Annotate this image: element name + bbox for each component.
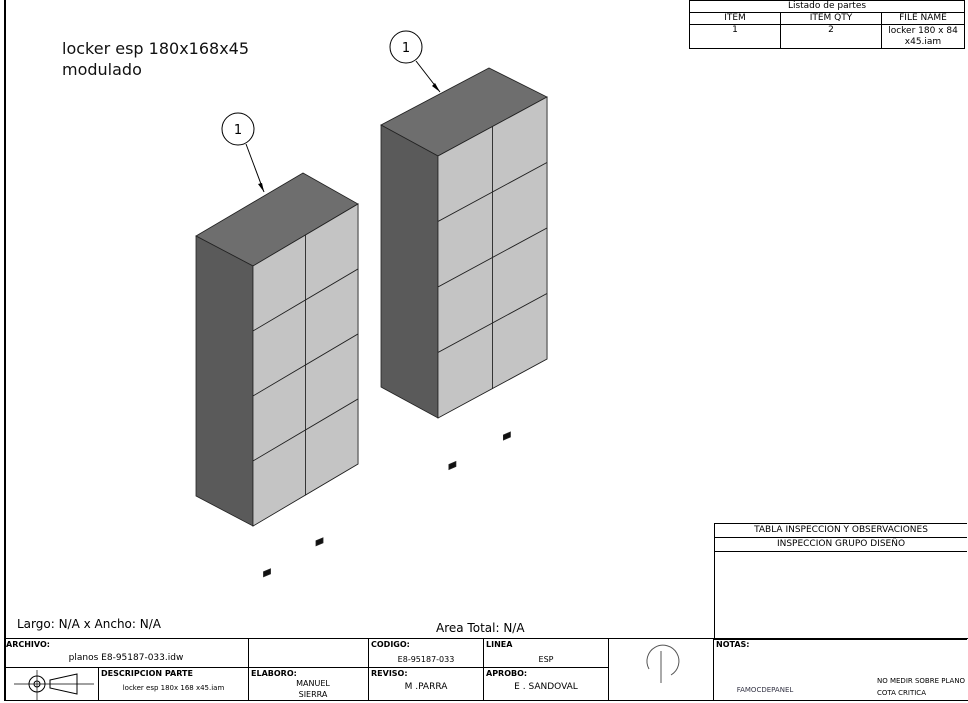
cell-item: 1 (689, 24, 781, 49)
codigo-value: E8-95187-033 (397, 655, 455, 664)
notas-label: NOTAS: (716, 640, 750, 649)
svg-text:1: 1 (234, 123, 242, 138)
company-logo-icon (646, 644, 680, 683)
parts-list-title: Listado de partes (689, 0, 965, 13)
balloon-left[interactable]: 1 (221, 112, 265, 193)
logo-cell: FAMOCDEPANEL (609, 639, 793, 701)
linea-label: LINEA (486, 640, 513, 649)
drawing-frame (4, 0, 968, 700)
locker-left-lock-icon (315, 537, 324, 547)
cell-file: locker 180 x 84 x45.iam (881, 24, 965, 49)
cell-qty: 2 (780, 24, 882, 49)
logo-text: FAMOCDEPANEL (736, 686, 794, 694)
drawing-title: locker esp 180x168x45 modulado (62, 38, 249, 80)
archivo-cell: ARCHIVO: planos E8-95187-033.idw (4, 639, 249, 668)
isometric-view: 1 1 (195, 30, 548, 578)
blank-cell (249, 639, 369, 668)
elaboro-label: ELABORO: (251, 669, 297, 678)
elaboro-cell: ELABORO:MANUEL SIERRA (249, 668, 369, 701)
locker-left-side (195, 235, 254, 527)
title-block: ARCHIVO: planos E8-95187-033.idw CODIGO: E… (4, 638, 968, 701)
archivo-label: ARCHIVO: (6, 640, 50, 649)
reviso-value: M .PARRA (404, 682, 448, 692)
locker-left-lock-icon (263, 568, 271, 578)
locker-right-door (492, 292, 548, 390)
title-line-1: locker esp 180x168x45 (62, 39, 250, 58)
note-no-medir: NO MEDIR SOBRE PLANO (877, 677, 966, 685)
header-item: ITEM (689, 12, 781, 25)
inspection-table: TABLA INSPECCION Y OBSERVACIONES INSPECC… (714, 523, 967, 640)
descripcion-cell: DESCRIPCION PARTE locker esp 180x 168 x45… (99, 668, 249, 701)
reviso-cell: REVISO: M .PARRA (369, 668, 484, 701)
note-cota-critica: COTA CRITICA (877, 689, 926, 697)
header-qty: ITEM QTY (780, 12, 882, 25)
aprobo-value: E . SANDOVAL (514, 682, 578, 692)
balloon-right[interactable]: 1 (389, 30, 441, 93)
linea-value: ESP (538, 655, 554, 664)
reviso-label: REVISO: (371, 669, 408, 678)
svg-text:1: 1 (402, 41, 410, 56)
locker-right-side (380, 124, 439, 419)
elaboro-value: MANUEL SIERRA (296, 679, 330, 699)
dimensions-text: Largo: N/A x Ancho: N/A (17, 617, 161, 631)
locker-right-lock-icon (502, 431, 511, 441)
descripcion-value: locker esp 180x 168 x45.iam (122, 684, 225, 692)
archivo-value: planos E8-95187-033.idw (68, 653, 184, 663)
locker-left-door (305, 398, 359, 496)
inspection-subtitle: INSPECCION GRUPO DISEÑO (715, 538, 967, 552)
linea-cell: LINEA ESP (484, 639, 609, 668)
notas-cell: NOTAS: NO MEDIR SOBRE PLANO COTA CRITICA (714, 639, 968, 701)
locker-right-lock-icon (448, 460, 457, 471)
header-file: FILE NAME (881, 12, 965, 25)
codigo-cell: CODIGO: E8-95187-033 (369, 639, 484, 668)
third-angle-projection-icon (14, 670, 94, 701)
aprobo-label: APROBO: (486, 669, 528, 678)
codigo-label: CODIGO: (371, 640, 410, 649)
projection-symbol-cell (4, 668, 99, 701)
title-line-2: modulado (62, 60, 142, 79)
aprobo-cell: APROBO: E . SANDOVAL (484, 668, 609, 701)
inspection-title: TABLA INSPECCION Y OBSERVACIONES (715, 524, 967, 538)
descripcion-label: DESCRIPCION PARTE (101, 669, 193, 678)
area-text: Area Total: N/A (436, 621, 525, 635)
